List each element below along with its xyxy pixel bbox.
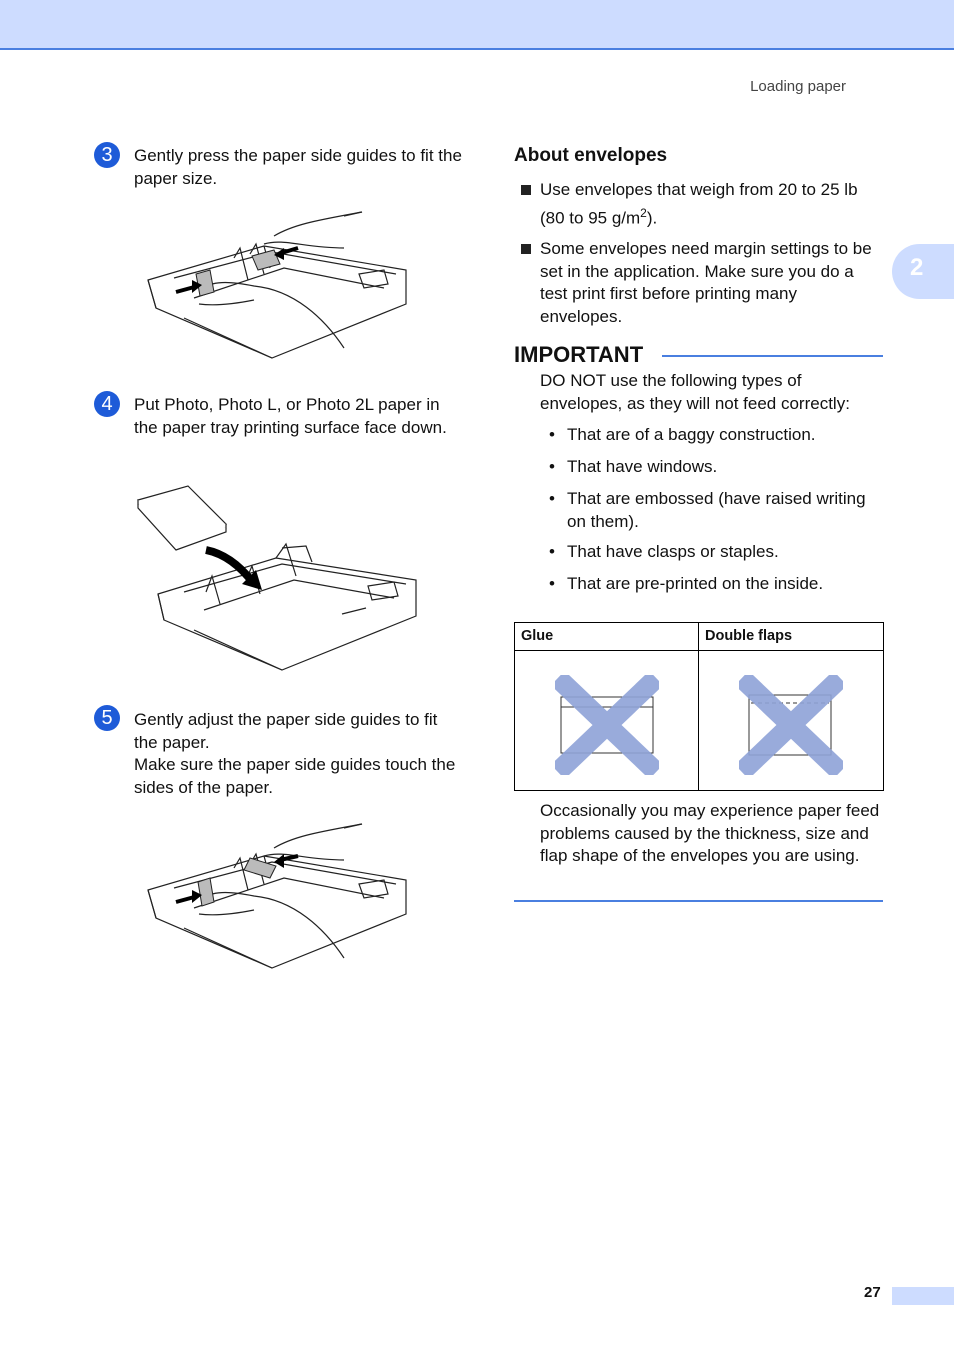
chapter-number: 2 bbox=[910, 254, 924, 281]
tray-adjust-guides-illustration bbox=[147, 823, 407, 969]
page-tab bbox=[892, 1287, 954, 1305]
page-number: 27 bbox=[864, 1284, 881, 1301]
envelope-note: Occasionally you may experience paper fe… bbox=[540, 801, 880, 865]
step-5-line-2: Make sure the paper side guides touch th… bbox=[134, 755, 456, 797]
step-5-number: 5 bbox=[94, 705, 120, 731]
envelope-table: Glue Double flaps bbox=[514, 622, 884, 791]
bullet-text: Some envelopes need margin settings to b… bbox=[540, 239, 872, 326]
table-header-double-flaps: Double flaps bbox=[705, 628, 793, 644]
bullet-square-icon bbox=[521, 244, 531, 254]
bullet-square-icon bbox=[521, 185, 531, 195]
step-4-number: 4 bbox=[94, 391, 120, 417]
important-title: IMPORTANT bbox=[514, 342, 644, 367]
glue-envelope-crossed-icon bbox=[555, 675, 659, 775]
important-end-rule bbox=[514, 900, 883, 902]
step-5-text: Gently adjust the paper side guides to f… bbox=[134, 709, 464, 799]
tray-side-guides-illustration bbox=[147, 211, 407, 359]
step-5-line-1: Gently adjust the paper side guides to f… bbox=[134, 710, 438, 752]
about-envelopes-heading: About envelopes bbox=[514, 145, 668, 166]
double-flap-envelope-crossed-icon bbox=[739, 675, 843, 775]
running-title: Loading paper bbox=[750, 78, 846, 95]
chapter-tab: 2 bbox=[892, 244, 954, 299]
bullet-text: Use envelopes that weigh from 20 to 25 l… bbox=[540, 180, 858, 228]
important-rule bbox=[662, 355, 883, 357]
table-header-glue: Glue bbox=[521, 628, 554, 644]
important-intro: DO NOT use the following types of envelo… bbox=[540, 371, 850, 413]
step-4-text: Put Photo, Photo L, or Photo 2L paper in… bbox=[134, 395, 447, 437]
step-3-number: 3 bbox=[94, 142, 120, 168]
header-bar bbox=[0, 0, 954, 50]
step-3-text: Gently press the paper side guides to fi… bbox=[134, 146, 462, 188]
tray-photo-paper-illustration bbox=[136, 485, 417, 671]
